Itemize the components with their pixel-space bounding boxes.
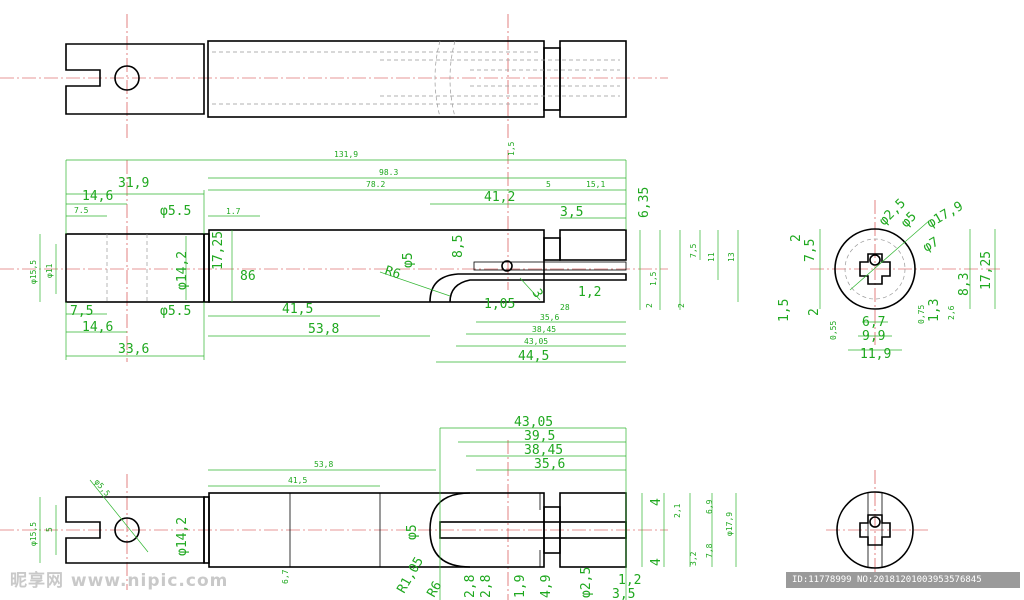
dim-131-9: 131,9 xyxy=(334,150,358,159)
dim-3-5: 3,5 xyxy=(560,205,583,220)
b-1-9: 1,9 xyxy=(513,575,528,598)
dim-1-05: 1,05 xyxy=(484,297,515,312)
sv-2: 2 xyxy=(789,234,804,242)
b-phi2-5: φ2,5 xyxy=(579,567,594,598)
dim-33-6: 33,6 xyxy=(118,342,149,357)
sv-7-5: 7,5 xyxy=(803,239,818,262)
dim-8-5: 8,5 xyxy=(451,235,466,258)
dim-17-25: 17,25 xyxy=(211,231,226,270)
dim-35-6: 35,6 xyxy=(540,313,559,322)
dim-r13: 13 xyxy=(727,252,736,262)
b-4-9: 4,9 xyxy=(539,575,554,598)
sv-6-7: 6,7 xyxy=(862,315,885,330)
dim-r11: 11 xyxy=(707,252,716,262)
dim-phi15-5: φ15,5 xyxy=(29,260,38,284)
dim-43-05: 43,05 xyxy=(524,337,548,346)
b-phi14-2: φ14,2 xyxy=(175,517,190,556)
dim-r1-5: 1,5 xyxy=(649,271,658,286)
dim-1-7: 1.7 xyxy=(226,207,241,216)
b-6-9: 6,9 xyxy=(705,499,714,514)
sv-2b: 2 xyxy=(807,308,822,316)
b-39-5: 39,5 xyxy=(524,429,555,444)
side-view xyxy=(810,200,1000,351)
dim-phi14-2: φ14,2 xyxy=(175,251,190,290)
front-dim-labels: 131,9 98.3 78.2 5 15,1 1,5 31,9 14,6 7.5… xyxy=(29,141,736,364)
front-dims xyxy=(39,159,739,363)
sv-1-5: 1,5 xyxy=(777,299,792,322)
dim-7-5-top: 7.5 xyxy=(74,206,89,215)
b-2-8b: 2,8 xyxy=(479,575,494,598)
sv-17-25: 17,25 xyxy=(979,251,994,290)
dim-1-5: 1,5 xyxy=(507,141,516,156)
front-view xyxy=(0,150,668,362)
b-35-6: 35,6 xyxy=(534,457,565,472)
b-1-2: 1,2 xyxy=(618,573,641,588)
dim-6-35: 6,35 xyxy=(637,187,652,218)
watermark-text: 昵享网 www.nipic.com xyxy=(10,571,229,591)
b-38-45: 38,45 xyxy=(524,443,563,458)
dim-r7-5: 7,5 xyxy=(689,243,698,258)
sv-0-55: 0,55 xyxy=(829,321,838,340)
sv-phi7: φ7 xyxy=(921,235,942,256)
sv-11-9: 11,9 xyxy=(860,347,891,362)
b-6-7: 6,7 xyxy=(281,569,290,584)
sv-2-6: 2,6 xyxy=(947,305,956,320)
b-r1-05: R1,05 xyxy=(394,555,427,596)
sv-0-75: 0,75 xyxy=(917,305,926,324)
b-phi15-5: φ15,5 xyxy=(29,522,38,546)
dim-r2a: 2 xyxy=(645,303,654,308)
b-4b: 4 xyxy=(649,558,664,566)
dim-phi5-5-bot: φ5.5 xyxy=(160,304,191,319)
dim-53-8: 53,8 xyxy=(308,322,339,337)
bottom-view xyxy=(0,427,737,600)
dim-15-1: 15,1 xyxy=(586,180,605,189)
watermark-id-bar: ID:11778999 NO:20181201003953576845 xyxy=(786,572,1020,588)
sv-phi17-9: φ17,9 xyxy=(925,199,966,232)
dim-14-6-bot: 14,6 xyxy=(82,320,113,335)
dim-78-2: 78.2 xyxy=(366,180,385,189)
dim-3: 3 xyxy=(529,287,546,301)
dim-14-6-top: 14,6 xyxy=(82,189,113,204)
b-4a: 4 xyxy=(649,498,664,506)
dim-41-2: 41,2 xyxy=(484,190,515,205)
top-view xyxy=(0,14,668,140)
b-5: 5 xyxy=(45,527,54,532)
dim-98-3: 98.3 xyxy=(379,168,398,177)
dim-1-2: 1,2 xyxy=(578,285,601,300)
dim-phi11: φ11 xyxy=(45,263,54,278)
dim-7-5-bot: 7,5 xyxy=(70,304,93,319)
b-7-8: 7,8 xyxy=(705,543,714,558)
sv-1-3: 1,3 xyxy=(927,299,942,322)
dim-r6: R6 xyxy=(383,264,403,283)
b-3-5: 3,5 xyxy=(612,587,635,600)
dim-31-9: 31,9 xyxy=(118,176,149,191)
side-dim-labels: φ2,5 φ5 φ17,9 φ7 2 7,5 1,5 2 0,55 6,7 9,… xyxy=(777,196,994,362)
b-2-8a: 2,8 xyxy=(463,575,478,598)
b-53-8: 53,8 xyxy=(314,460,333,469)
dim-41-5: 41,5 xyxy=(282,302,313,317)
dim-5: 5 xyxy=(546,180,551,189)
b-phi5: φ5 xyxy=(405,524,420,540)
dim-r2b: 2 xyxy=(677,303,686,308)
b-phi17-9: φ17,9 xyxy=(725,512,734,536)
dim-86: 86 xyxy=(240,269,256,284)
dim-28: 28 xyxy=(560,303,570,312)
dim-phi5-5-top: φ5.5 xyxy=(160,204,191,219)
b-3-2: 3,2 xyxy=(689,551,698,566)
end-view xyxy=(826,470,930,580)
sv-9-9: 9,9 xyxy=(862,329,885,344)
b-41-5: 41,5 xyxy=(288,476,307,485)
b-2-1: 2,1 xyxy=(673,503,682,518)
b-43-05: 43,05 xyxy=(514,415,553,430)
b-r6: R6 xyxy=(424,579,445,600)
dim-38-45: 38,45 xyxy=(532,325,556,334)
dim-phi5: φ5 xyxy=(401,252,416,268)
sv-8-3: 8,3 xyxy=(957,273,972,296)
dim-44-5: 44,5 xyxy=(518,349,549,364)
